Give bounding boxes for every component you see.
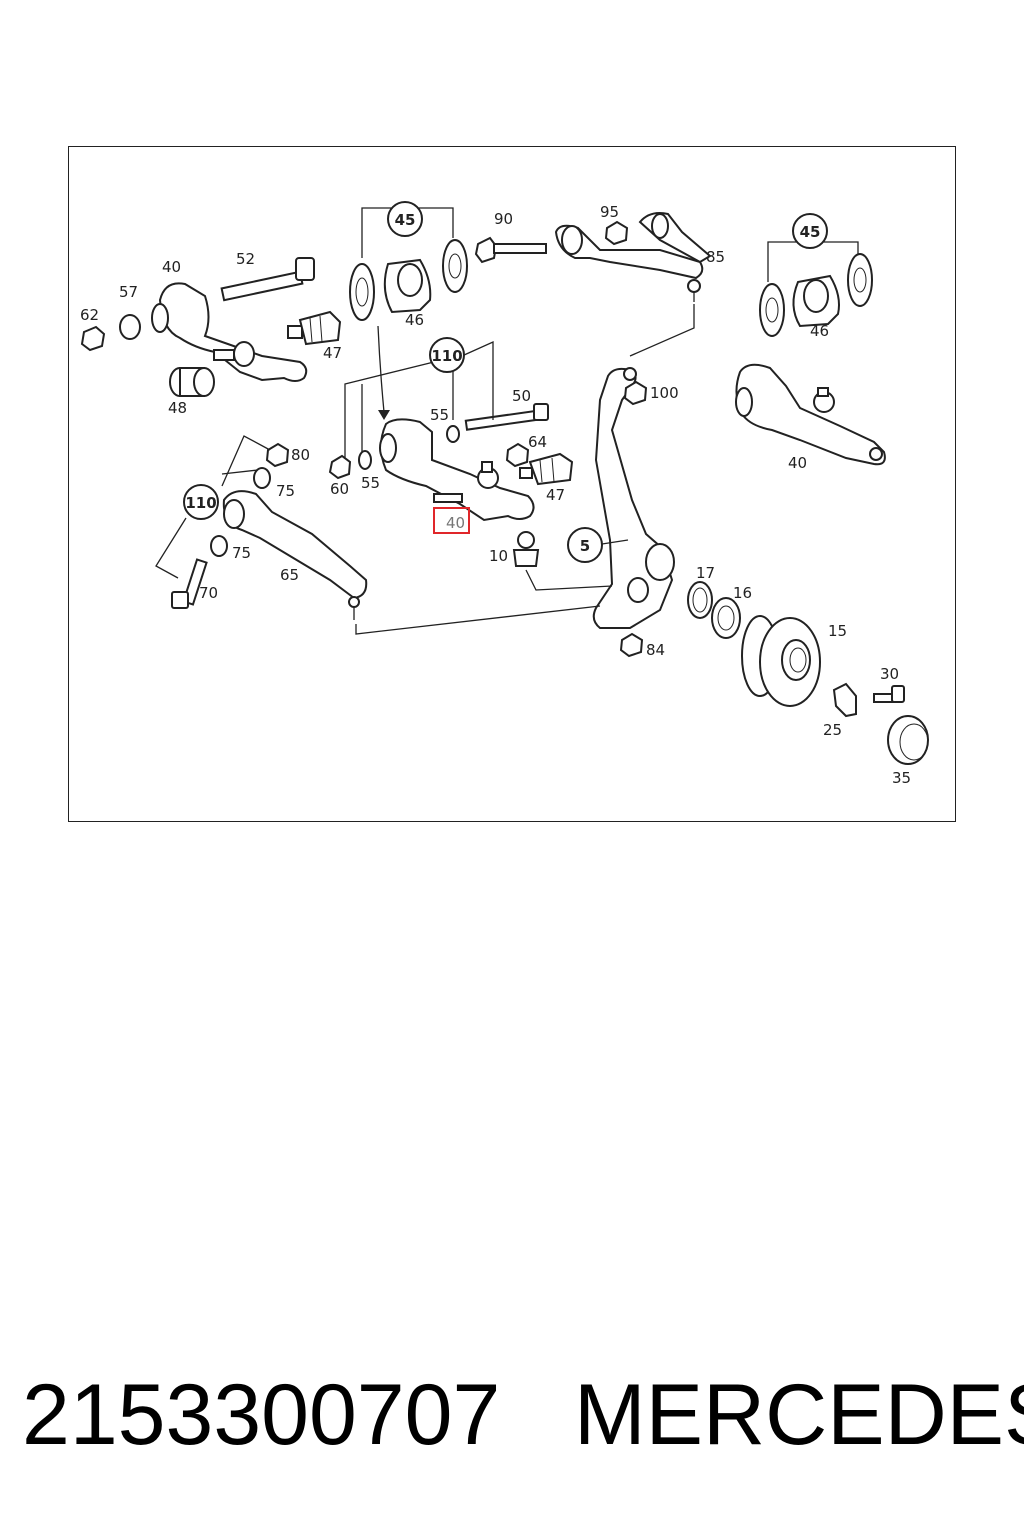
label-40-right: 40 [788,454,807,472]
bolt-50 [464,403,549,431]
label-84: 84 [646,641,665,659]
nut-95 [604,220,629,246]
nut-64 [505,442,530,468]
label-30: 30 [880,665,899,683]
washer-75-lower [210,535,228,557]
label-62: 62 [80,306,99,324]
label-46-left: 46 [405,311,424,329]
label-75-upper: 75 [276,482,295,500]
label-65: 65 [280,566,299,584]
callout-5 [567,527,603,563]
label-100: 100 [650,384,679,402]
label-35: 35 [892,769,911,787]
label-95: 95 [600,203,619,221]
ball-joint-47-right [519,452,574,486]
callout-110-center-text: 110 [431,347,462,365]
label-85: 85 [706,248,725,266]
label-80: 80 [291,446,310,464]
cap-35 [887,715,929,765]
label-47-left: 47 [323,344,342,362]
bushing-48 [169,367,215,397]
callout-110-center [429,337,465,373]
nut-62 [80,325,106,352]
label-50: 50 [512,387,531,405]
label-15: 15 [828,622,847,640]
bolt-52 [220,257,315,302]
seal-17 [687,581,713,619]
bolt-90 [474,236,547,264]
nut-84 [619,632,644,658]
label-75-lower: 75 [232,544,251,562]
highlighted-part-label: 40 [446,514,465,532]
lower-control-arm-left [151,282,308,382]
bushing-set-45-left [349,207,468,321]
washer-55-upper [446,425,460,443]
callout-45-left-text: 45 [395,211,416,229]
bearing-16 [711,597,741,639]
label-47-right: 47 [546,486,565,504]
lower-control-arm-right [735,363,886,466]
label-64: 64 [528,433,547,451]
callout-45-right [792,213,828,249]
leader-5-a [525,569,613,591]
ball-joint-47-left [287,310,342,346]
leader-110-center-b [452,340,494,420]
label-57: 57 [119,283,138,301]
bushing-set-45-right [759,241,873,337]
lower-control-arm-center [379,418,535,522]
leader-110-left-a [221,435,271,487]
callout-45-left [387,201,423,237]
label-55-lower: 55 [361,474,380,492]
label-60: 60 [330,480,349,498]
label-17: 17 [696,564,715,582]
leader-85-knuckle [629,304,695,357]
footer: 2153300707 MERCEDES [0,1360,1024,1470]
exploded-parts-diagram: 45 45 [80,201,929,787]
label-10: 10 [489,547,508,565]
leader-110-left-b [155,517,187,579]
label-48: 48 [168,399,187,417]
nut-60 [328,454,352,480]
sensor-25 [832,682,857,718]
highlight-box [433,507,470,534]
label-40-left: 40 [162,258,181,276]
callout-5-text: 5 [580,537,590,555]
nut-100 [623,380,648,406]
upper-control-arm-85 [554,212,712,302]
washer-55-lower [358,450,372,470]
brand-name: MERCEDES [574,1367,1024,1463]
part-number: 2153300707 [22,1367,501,1463]
leader-5-b [601,539,629,545]
callout-110-left [183,484,219,520]
leader-110-left-c [221,469,259,475]
label-46-right: 46 [810,322,829,340]
bolt-70 [171,558,208,609]
steering-knuckle [592,367,675,629]
label-90: 90 [494,210,513,228]
ball-joint-10 [512,531,540,567]
callout-45-right-text: 45 [800,223,821,241]
label-70: 70 [199,584,218,602]
label-52: 52 [236,250,255,268]
hub-15 [741,615,821,707]
washer-75-upper [253,467,271,489]
diagram-frame [68,146,956,822]
callout-110-left-text: 110 [185,494,216,512]
bolt-30 [873,685,905,703]
direction-arrow [377,325,390,420]
strut-arm-65 [222,490,368,620]
washer-57 [119,314,141,340]
label-55-upper: 55 [430,406,449,424]
leader-65-knuckle [355,605,601,635]
nut-80 [265,442,290,468]
label-16: 16 [733,584,752,602]
label-25: 25 [823,721,842,739]
